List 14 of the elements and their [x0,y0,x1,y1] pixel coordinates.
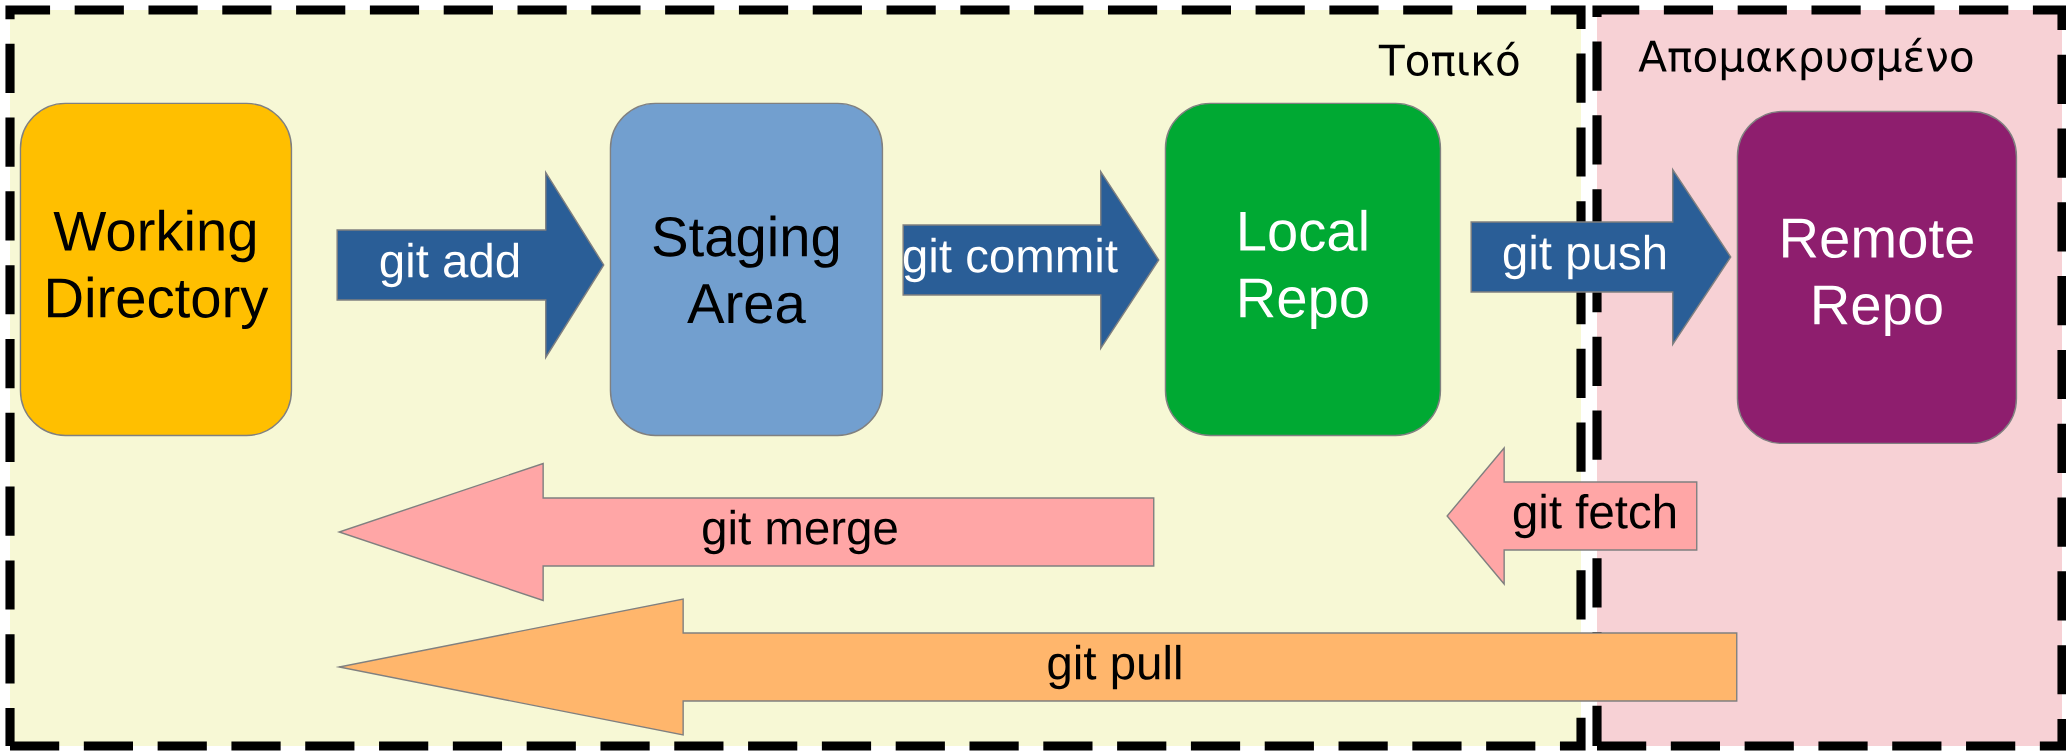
block-arrow [335,598,1738,736]
edge-label: git add [380,242,519,288]
edge-label: git commit [903,237,1118,283]
repo-box: Working Directory [19,102,293,437]
block-arrow [1470,167,1732,347]
block-arrow [336,462,1155,602]
edge-label: git pull [1048,644,1181,690]
block-arrow [1446,446,1698,586]
block-arrow [902,169,1160,351]
block-arrow [336,170,605,360]
repo-box: Remote Repo [1736,110,2018,445]
repo-box: Staging Area [609,102,884,437]
edge-label: git merge [703,509,897,555]
repo-box: Local Repo [1164,102,1442,437]
